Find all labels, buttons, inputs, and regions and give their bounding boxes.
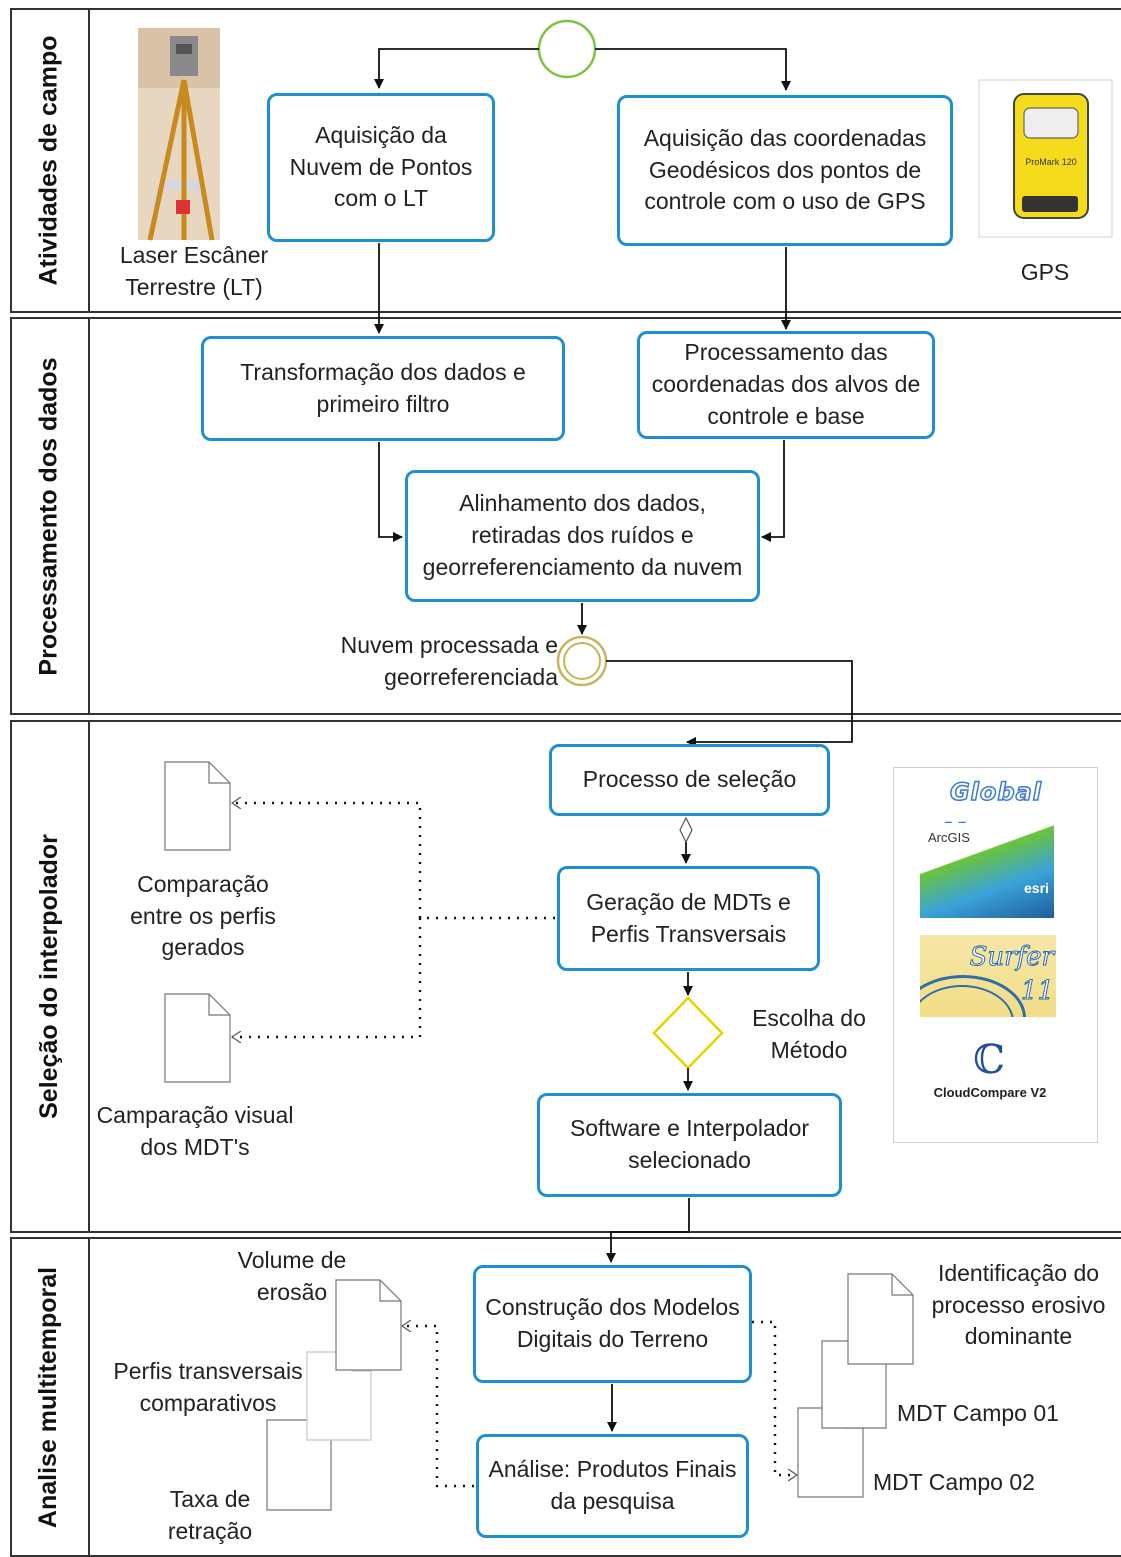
document-icon: [164, 993, 231, 1083]
gps-device-text: ProMark 120: [1025, 157, 1077, 167]
lane-selecao-do-interpolador: [10, 720, 1121, 1233]
label-taxa-retracao: Taxa de retração: [167, 1486, 253, 1544]
label-identificacao-processo: Identificação do processo erosivo domina…: [931, 1260, 1106, 1350]
flow-start-right: [595, 48, 791, 91]
lane-processamento-dos-dados: [10, 317, 1121, 715]
label-nuvem-processada: Nuvem processada e georreferenciada: [340, 632, 558, 690]
diamond-connector: [679, 816, 693, 844]
dotted-to-camparacao: [232, 918, 422, 1037]
task-aquisicao-coordenadas[interactable]: Aquisição das coordenadas Geodésicos dos…: [617, 95, 953, 246]
label-mdt-campo-01: MDT Campo 01: [897, 1400, 1059, 1426]
gateway-escolha: [652, 996, 724, 1070]
document-icon: [847, 1273, 914, 1365]
flow-software-to-construcao: [606, 1198, 690, 1263]
surfer-logo-banner: [920, 935, 1056, 1017]
arcgis-logo-text: ArcGIS: [928, 830, 970, 845]
global-mapper-logo: Global Mapper: [941, 777, 1050, 847]
label-mdt-campo-02: MDT Campo 02: [873, 1469, 1035, 1495]
label-camparacao-visual: Camparação visual dos MDT's: [96, 1102, 294, 1160]
task-analise-produtos[interactable]: Análise: Produtos Finais da pesquisa: [476, 1434, 749, 1538]
cloudcompare-icon: ℂ: [973, 1037, 1005, 1083]
task-aquisicao-nuvem[interactable]: Aquisição da Nuvem de Pontos com o LT: [267, 93, 495, 242]
task-geracao-mdts[interactable]: Geração de MDTs e Perfis Transversais: [557, 866, 820, 971]
task-construcao-modelos[interactable]: Construção dos Modelos Digitais do Terre…: [473, 1265, 752, 1383]
start-event: [537, 19, 597, 79]
dotted-construcao-to-mdt: [752, 1320, 797, 1475]
label-perfis-comparativos: Perfis transversais comparativos: [113, 1358, 303, 1416]
lane-label-selecao: Seleção do interpolador: [10, 720, 90, 1233]
document-icon: [164, 761, 231, 851]
lane-atividades-de-campo: [10, 8, 1121, 313]
surfer-logo-text: Surfer 11: [969, 942, 1054, 1007]
label-laser-scanner: Laser Escâner Terrestre (LT): [119, 242, 269, 300]
document-icon: [335, 1279, 402, 1371]
task-transformacao[interactable]: Transformação dos dados e primeiro filtr…: [201, 336, 565, 441]
task-processamento-coordenadas[interactable]: Processamento das coordenadas dos alvos …: [637, 331, 935, 439]
flow-start-left: [374, 48, 539, 89]
lane-label-analise: Analise multitemporal: [10, 1237, 90, 1557]
label-gps: GPS: [1020, 259, 1070, 285]
dotted-analise-to-volume: [402, 1326, 474, 1488]
flow-transformacao-to-alinhamento: [378, 442, 403, 542]
laser-scanner-photo: [138, 28, 220, 241]
lane-label-atividades: Atividades de campo: [10, 8, 90, 313]
flow-event-to-selecao: [606, 660, 853, 747]
gps-device-icon: ProMark 120: [1013, 93, 1089, 219]
task-alinhamento[interactable]: Alinhamento dos dados, retiradas dos ruí…: [405, 470, 760, 602]
label-escolha-metodo: Escolha do Método: [752, 1005, 866, 1063]
lane-label-processamento: Processamento dos dados: [10, 317, 90, 715]
label-comparacao-perfis: Comparação entre os perfis gerados: [130, 871, 276, 961]
task-software-interpolador[interactable]: Software e Interpolador selecionado: [537, 1093, 842, 1197]
label-volume-erosao: Volume de erosão: [237, 1247, 347, 1305]
esri-logo-text: esri: [1024, 880, 1049, 896]
intermediate-event-inner: [563, 642, 601, 680]
cloudcompare-logo-text: CloudCompare V2: [933, 1085, 1047, 1100]
flow-processamento-to-alinhamento: [761, 440, 785, 542]
arcgis-logo-banner: [920, 823, 1054, 918]
task-processo-selecao[interactable]: Processo de seleção: [549, 744, 830, 816]
